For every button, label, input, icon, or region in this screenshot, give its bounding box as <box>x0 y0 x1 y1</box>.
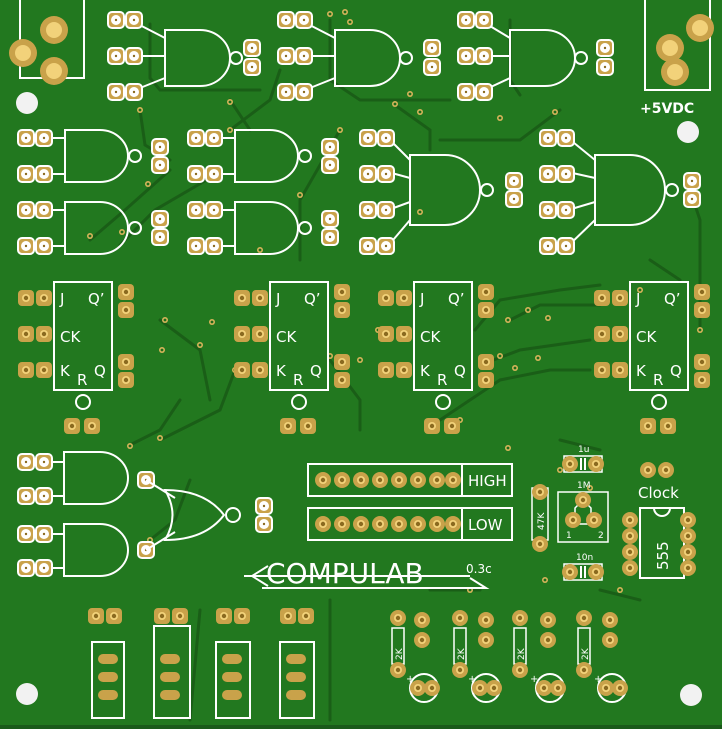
led3-resistor-label: 2K <box>517 647 527 660</box>
ff2-ck: CK <box>276 328 297 346</box>
jk-flipflop-2: J Q’ CK K R Q <box>234 281 350 434</box>
and-gate-1 <box>17 451 155 505</box>
ff1-qbar: Q’ <box>88 290 105 308</box>
switch-2 <box>153 608 191 719</box>
nand-gate-5 <box>17 201 169 255</box>
nand-gate-2 <box>277 11 441 101</box>
nand-gate-4 <box>17 129 169 183</box>
led4-resistor-label: 2K <box>581 647 591 660</box>
ff1-k: K <box>60 362 71 380</box>
nand-gate-6 <box>187 129 339 183</box>
nand-gate-1 <box>107 11 261 101</box>
ff2-j: J <box>275 290 280 308</box>
resistor-47k-label: 47K <box>537 512 547 530</box>
mounting-holes <box>16 92 702 706</box>
jk-flipflop-1: J Q’ CK K R Q <box>18 281 134 434</box>
cap-bottom-label: 10n <box>576 553 593 563</box>
pot-label: 1M <box>577 481 591 491</box>
ff3-ck: CK <box>420 328 441 346</box>
pot-pin2-label: 2 <box>598 531 604 541</box>
led-2: 2K + <box>452 610 502 703</box>
ff3-q: Q <box>454 362 466 380</box>
ff2-q: Q <box>310 362 322 380</box>
nand-gate-9 <box>539 129 701 255</box>
low-label: LOW <box>468 516 503 534</box>
power-label: +5VDC <box>640 101 694 117</box>
led-4: 2K + <box>576 610 628 703</box>
ff4-r: R <box>653 371 663 389</box>
and-gate-2 <box>17 523 155 577</box>
high-header: HIGH <box>307 463 513 497</box>
cap-top-label: 1u <box>578 445 589 455</box>
ff1-r: R <box>77 371 87 389</box>
brand-name: COMPULAB <box>266 557 424 590</box>
ff4-j: J <box>635 290 640 308</box>
switch-3 <box>215 608 251 719</box>
ff3-r: R <box>437 371 447 389</box>
ff4-ck: CK <box>636 328 657 346</box>
led4-plus: + <box>594 674 602 685</box>
ff3-qbar: Q’ <box>448 290 465 308</box>
clock-section: 1u 47K 1M 1 2 10n Clock 555 <box>531 445 696 581</box>
ff4-qbar: Q’ <box>664 290 681 308</box>
pot-pin1-label: 1 <box>566 531 572 541</box>
clock-title: Clock <box>638 484 679 502</box>
nand-gate-3 <box>457 11 614 101</box>
switch-4 <box>279 608 315 719</box>
led2-plus: + <box>468 674 476 685</box>
led1-resistor-label: 2K <box>395 647 405 660</box>
power-connector-right <box>644 0 714 91</box>
ff4-q: Q <box>670 362 682 380</box>
ff3-j: J <box>419 290 424 308</box>
led3-plus: + <box>530 674 538 685</box>
led-3: 2K + <box>512 610 566 703</box>
ff2-k: K <box>276 362 287 380</box>
ff4-k: K <box>636 362 647 380</box>
ff2-r: R <box>293 371 303 389</box>
compulab-logo: COMPULAB 0.3c <box>244 557 492 590</box>
nor-gate <box>145 479 273 551</box>
led1-plus: + <box>406 674 414 685</box>
ff3-k: K <box>420 362 431 380</box>
ff1-ck: CK <box>60 328 81 346</box>
nand-gate-8 <box>359 129 523 255</box>
ff1-j: J <box>59 290 64 308</box>
jk-flipflop-4: J Q’ CK K R Q <box>594 281 710 434</box>
nand-gate-7 <box>187 201 339 255</box>
power-connector-left <box>9 0 85 85</box>
low-header: LOW <box>307 507 513 541</box>
chip-label: 555 <box>654 541 672 570</box>
ff1-q: Q <box>94 362 106 380</box>
jk-flipflop-3: J Q’ CK K R Q <box>378 281 494 434</box>
switch-1 <box>88 608 125 719</box>
version-label: 0.3c <box>466 562 492 576</box>
led2-resistor-label: 2K <box>457 647 467 660</box>
high-label: HIGH <box>468 472 507 490</box>
led-1: 2K + <box>390 610 440 703</box>
ff2-qbar: Q’ <box>304 290 321 308</box>
